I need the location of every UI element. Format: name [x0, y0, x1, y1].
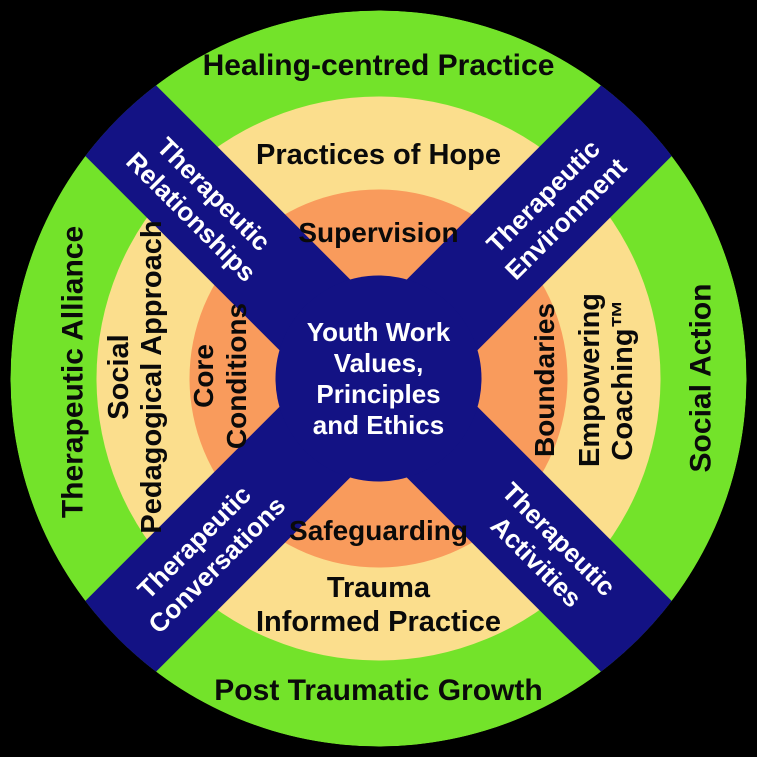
- label-safeguarding: Safeguarding: [289, 515, 468, 546]
- label-trauma-informed-line1: Trauma: [327, 572, 431, 604]
- label-trauma-informed-line2: Informed Practice: [256, 606, 501, 638]
- label-social-pedagogical-line1: Social: [103, 334, 135, 419]
- label-core-conditions-line2: Conditions: [221, 303, 252, 449]
- label-social-pedagogical-line2: Pedagogical Approach: [136, 220, 168, 533]
- label-post-traumatic-growth: Post Traumatic Growth: [214, 674, 542, 707]
- center-text-block: Youth Work Values, Principles and Ethics: [307, 317, 451, 440]
- label-practices-of-hope: Practices of Hope: [256, 139, 501, 171]
- label-healing-centred-practice: Healing-centred Practice: [203, 49, 555, 82]
- label-empowering-coaching-line2: Coaching™: [607, 299, 639, 460]
- label-boundaries: Boundaries: [529, 303, 560, 457]
- center-circle: [275, 275, 482, 482]
- label-empowering-coaching-line1: Empowering: [574, 293, 606, 467]
- center-line3: Principles: [316, 379, 440, 409]
- label-core-conditions-line1: Core: [188, 344, 219, 408]
- center-line4: and Ethics: [313, 410, 444, 440]
- center-line1: Youth Work: [307, 317, 451, 347]
- label-therapeutic-alliance: Therapeutic Alliance: [57, 226, 90, 518]
- label-supervision: Supervision: [298, 217, 458, 248]
- label-social-action: Social Action: [685, 284, 718, 473]
- center-line2: Values,: [334, 348, 424, 378]
